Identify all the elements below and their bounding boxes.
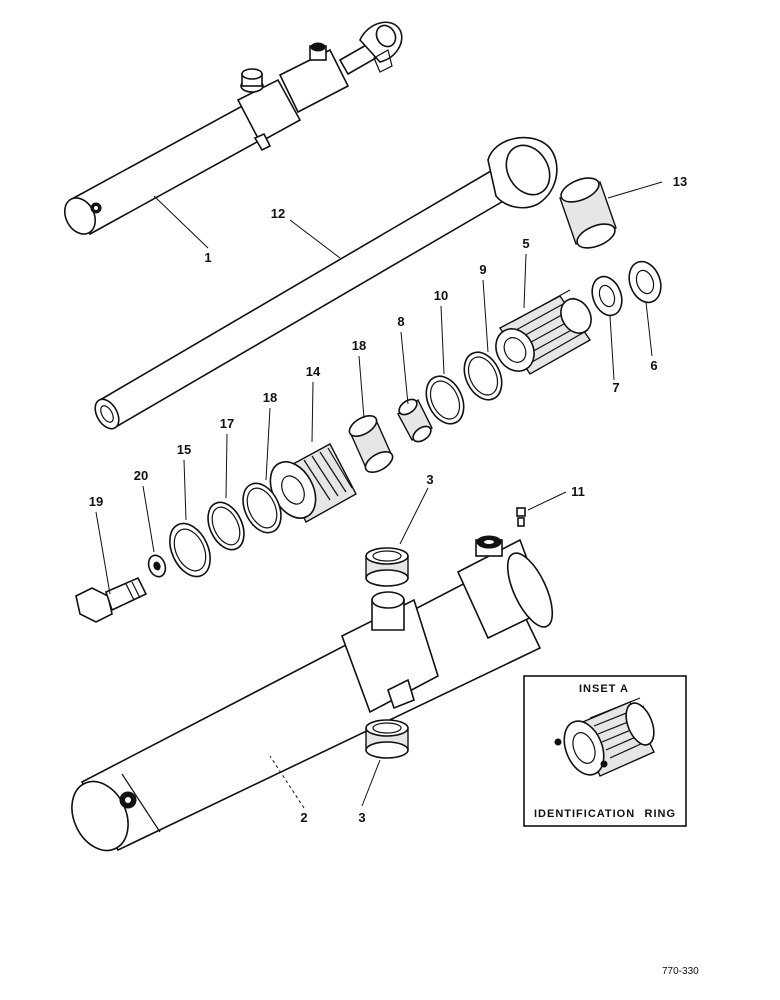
drawing-reference-number: 770-330 bbox=[662, 966, 699, 977]
callout-14: 14 bbox=[306, 364, 321, 379]
bolt-part-19 bbox=[75, 576, 148, 623]
piston-rod-part-12 bbox=[94, 136, 558, 430]
callout-17: 17 bbox=[220, 416, 234, 431]
inset-caption-identification: IDENTIFICATION bbox=[534, 808, 635, 820]
washer-part-20 bbox=[147, 554, 167, 578]
callout-11: 11 bbox=[571, 484, 585, 499]
seal-part-17 bbox=[207, 501, 245, 551]
callout-18-left: 18 bbox=[263, 390, 277, 405]
callout-3-bottom: 3 bbox=[358, 810, 365, 825]
callout-19: 19 bbox=[89, 494, 103, 509]
cylinder-assembly-part-1 bbox=[63, 21, 403, 236]
seal-part-7 bbox=[591, 275, 623, 317]
grease-nipple-part-11 bbox=[516, 507, 526, 527]
callout-10: 10 bbox=[434, 288, 448, 303]
bushing-part-3-bottom bbox=[365, 719, 409, 759]
callout-15: 15 bbox=[177, 442, 191, 457]
barrel-part-2 bbox=[71, 535, 554, 852]
inset-caption-ring: RING bbox=[645, 808, 677, 820]
callout-6: 6 bbox=[650, 358, 657, 373]
seal-part-15 bbox=[169, 522, 211, 578]
leader-lines bbox=[95, 181, 663, 809]
callout-9: 9 bbox=[479, 262, 486, 277]
ring-part-10 bbox=[425, 375, 465, 425]
piston-part-14 bbox=[269, 443, 357, 523]
seal-part-6 bbox=[628, 260, 662, 304]
callout-8: 8 bbox=[397, 314, 404, 329]
callout-13: 13 bbox=[673, 174, 687, 189]
callout-2: 2 bbox=[300, 810, 307, 825]
callout-20: 20 bbox=[134, 468, 148, 483]
inset-title: INSET A bbox=[579, 683, 629, 695]
callout-5: 5 bbox=[522, 236, 529, 251]
callout-1: 1 bbox=[204, 250, 211, 265]
spacer-part-8 bbox=[397, 398, 433, 443]
wear-ring-part-18-right bbox=[348, 414, 394, 474]
callout-7: 7 bbox=[612, 380, 619, 395]
bushing-part-3-top bbox=[365, 547, 409, 587]
callout-labels: 1 12 13 5 9 10 8 18 14 18 17 15 20 19 7 … bbox=[89, 174, 687, 825]
inset-a-panel: INSET A IDENTIFICATION RING bbox=[523, 675, 687, 827]
gland-nut-part-5 bbox=[495, 289, 592, 375]
callout-12: 12 bbox=[271, 206, 285, 221]
callout-18-right: 18 bbox=[352, 338, 366, 353]
ring-part-9 bbox=[463, 351, 503, 401]
wear-ring-part-18-left bbox=[242, 482, 282, 534]
callout-3-top: 3 bbox=[426, 472, 433, 487]
bushing-part-13 bbox=[559, 177, 617, 249]
